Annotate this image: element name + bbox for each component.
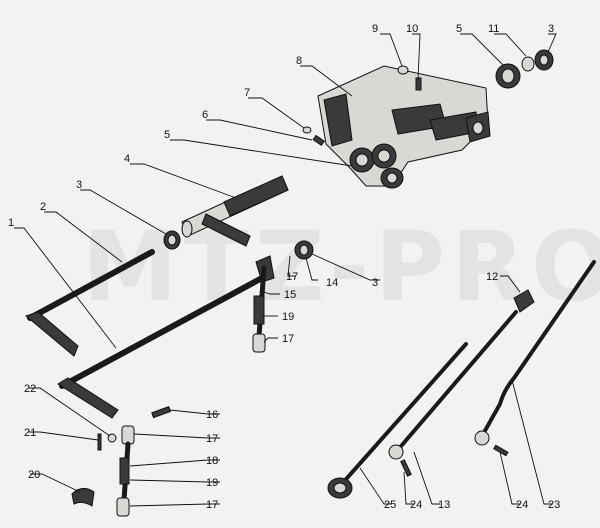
callout-9: 9: [372, 23, 378, 35]
link-rod-lower: [116, 425, 135, 517]
callout-2: 2: [40, 201, 46, 213]
callout-labels: 1 2 3 3 3 4 5 5 6 7 8 9 10 11 12 13 14 1…: [8, 23, 560, 511]
callout-17-upper-top: 17: [286, 271, 298, 283]
callout-19-upper: 19: [282, 311, 294, 323]
bushing-3-mid: [294, 240, 314, 260]
bolt-6: [312, 134, 325, 147]
washer-7: [302, 126, 312, 134]
bolt-10: [415, 77, 422, 91]
callout-19-lower: 19: [206, 477, 218, 489]
callout-20: 20: [28, 469, 40, 481]
washer-9: [397, 65, 409, 75]
callout-24-left: 24: [410, 499, 422, 511]
bracket-housing: [317, 65, 491, 189]
rod-13: [388, 289, 535, 477]
callout-1: 1: [8, 217, 14, 229]
shaft-4: [181, 175, 289, 247]
callout-25: 25: [384, 499, 396, 511]
callout-5-right: 5: [456, 23, 462, 35]
callout-8: 8: [296, 55, 302, 67]
link-rod-upper: [252, 265, 267, 353]
rod-25: [327, 342, 468, 499]
callout-17-lower-bottom: 17: [206, 499, 218, 511]
callout-22: 22: [24, 383, 36, 395]
callout-18: 18: [206, 455, 218, 467]
pin-16: [151, 406, 172, 419]
callout-6: 6: [202, 109, 208, 121]
callout-11: 11: [488, 23, 499, 35]
leader-lines: [14, 33, 557, 507]
callout-16: 16: [206, 409, 218, 421]
callout-21: 21: [24, 427, 36, 439]
callout-17-upper-bottom: 17: [282, 333, 294, 345]
bushing-5-right: [495, 63, 521, 89]
callout-13: 13: [438, 499, 450, 511]
callout-23: 23: [548, 499, 560, 511]
bushing-3-left: [163, 230, 181, 250]
callout-14: 14: [326, 277, 338, 289]
bushing-3-top: [534, 49, 554, 71]
cotter-21: [97, 433, 102, 451]
callout-3-mid: 3: [372, 277, 378, 289]
callout-15: 15: [284, 289, 296, 301]
callout-24-right: 24: [516, 499, 528, 511]
ring-11: [521, 56, 535, 72]
callout-3-top: 3: [548, 23, 554, 35]
callout-17-lower-top: 17: [206, 433, 218, 445]
callout-12: 12: [486, 271, 498, 283]
shaft-2: [24, 249, 155, 357]
callout-4: 4: [124, 153, 130, 165]
callout-10: 10: [406, 23, 418, 35]
callout-7: 7: [244, 87, 250, 99]
callout-3-left: 3: [76, 179, 82, 191]
clevis-20: [71, 488, 95, 507]
callout-5-left: 5: [164, 129, 170, 141]
